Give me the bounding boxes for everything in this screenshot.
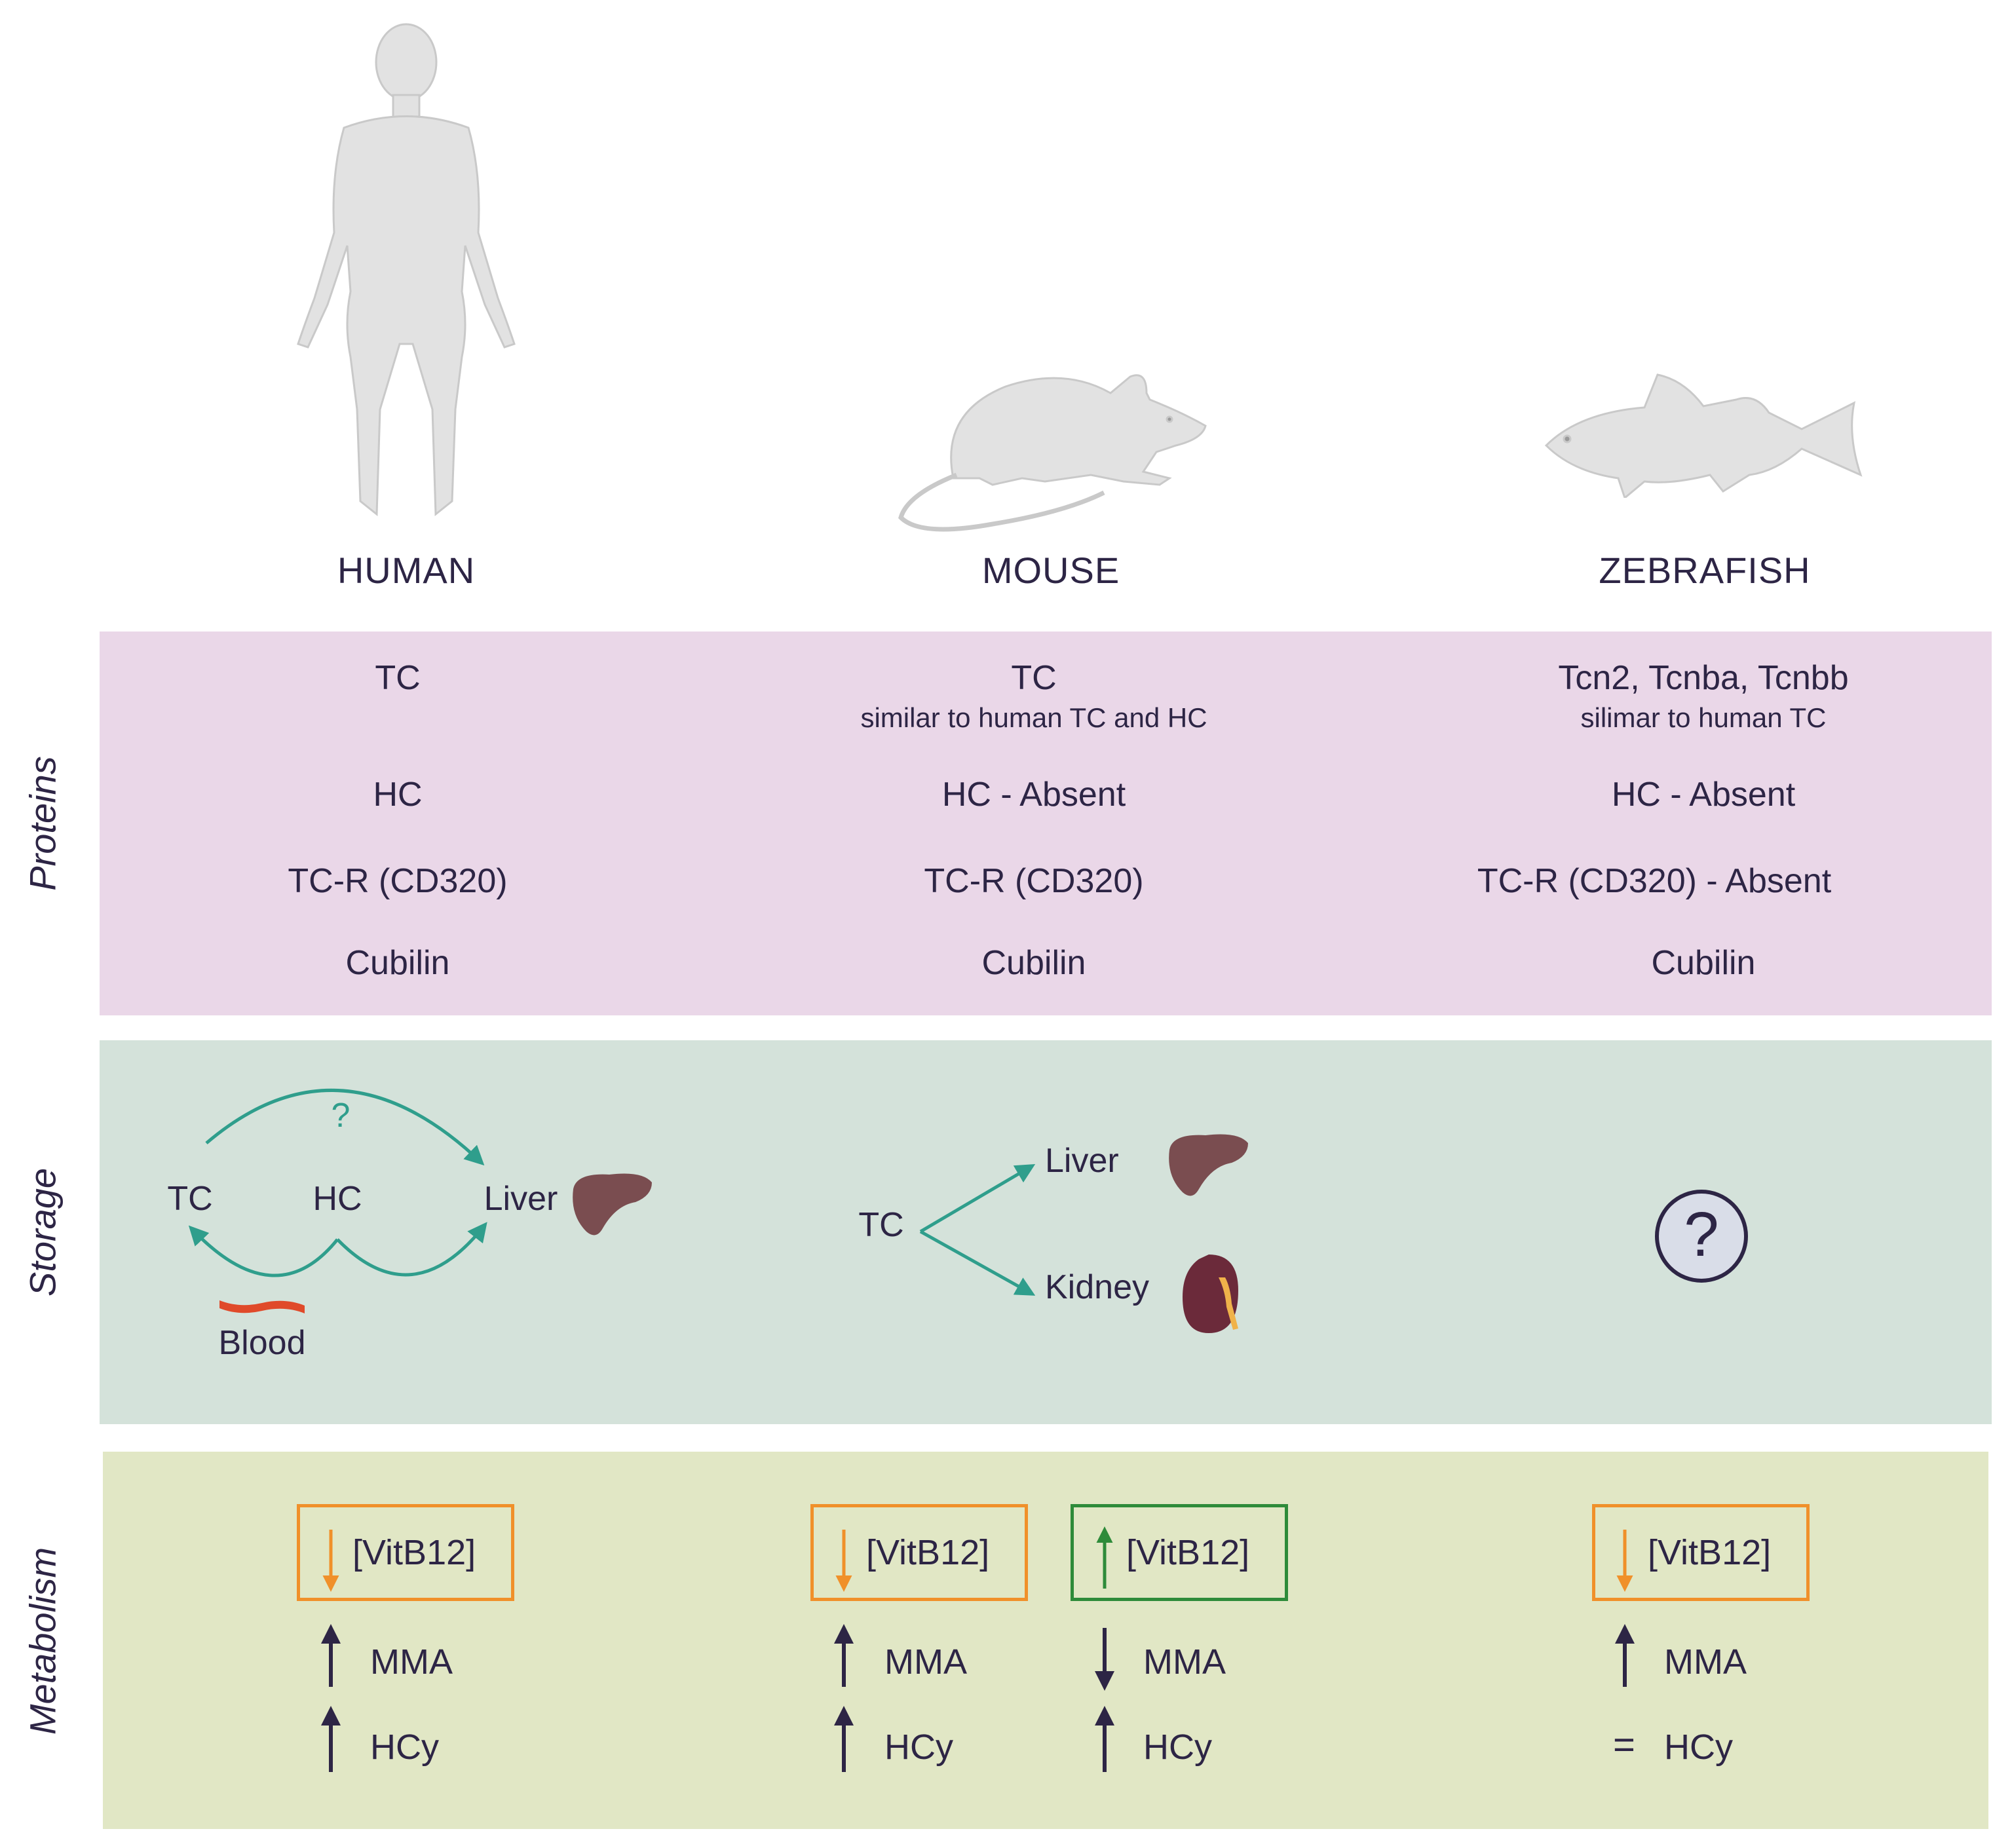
human-silhouette-icon	[297, 23, 516, 517]
zebrafish-tc-note: silimar to human TC	[1580, 702, 1827, 733]
mouse-hc: HC - Absent	[941, 776, 1126, 814]
mouse-vitb12-decrease: [VitB12]	[866, 1533, 990, 1572]
zebrafish-storage-unknown: ?	[1684, 1199, 1719, 1270]
human-vitb12-box: [VitB12]	[297, 1504, 514, 1601]
mouse-vitb12-increase: [VitB12]	[1126, 1533, 1250, 1572]
zebrafish-vitb12: [VitB12]	[1648, 1533, 1772, 1572]
zebrafish-tcr: TC-R (CD320) - Absent	[1477, 862, 1832, 900]
zebrafish-hcy-equal-sign: =	[1613, 1724, 1635, 1766]
human-hcy: HCy	[370, 1727, 439, 1767]
mouse-tc-note: similar to human TC and HC	[860, 702, 1207, 733]
mouse-mma-1: MMA	[884, 1642, 967, 1682]
mouse-silhouette-icon	[898, 374, 1207, 532]
mouse-tc: TC	[1011, 659, 1057, 697]
zebrafish-hcy: HCy	[1664, 1727, 1733, 1767]
zebrafish-cubilin: Cubilin	[1651, 944, 1756, 982]
human-vitb12: [VitB12]	[352, 1533, 476, 1572]
zebrafish-vitb12-box: [VitB12]	[1592, 1504, 1810, 1601]
arrow-mouse-tc-to-kidney	[919, 1230, 1036, 1296]
arrow-hc-to-liver	[336, 1222, 487, 1277]
human-storage-liver: Liver	[484, 1180, 558, 1218]
mouse-storage-kidney: Kidney	[1045, 1268, 1149, 1306]
human-storage-question: ?	[331, 1097, 351, 1135]
arrow-mouse-tc-to-liver	[919, 1163, 1036, 1234]
mouse-storage-liver: Liver	[1045, 1142, 1119, 1180]
human-cubilin: Cubilin	[345, 944, 450, 982]
mouse-vitb12-decrease-box: [VitB12]	[810, 1504, 1028, 1601]
kidney-icon	[1183, 1254, 1238, 1333]
zebrafish-mma: MMA	[1664, 1642, 1747, 1682]
mouse-liver-icon	[1169, 1134, 1248, 1196]
liver-icon	[573, 1173, 652, 1235]
human-tcr: TC-R (CD320)	[288, 862, 508, 900]
zebrafish-silhouette-icon	[1544, 373, 1863, 498]
human-storage-hc: HC	[313, 1180, 362, 1218]
human-storage-tc: TC	[167, 1180, 213, 1218]
zebrafish-hc: HC - Absent	[1611, 776, 1796, 814]
mouse-hcy-1: HCy	[884, 1727, 953, 1767]
zebrafish-tc: Tcn2, Tcnba, Tcnbb	[1558, 659, 1849, 697]
human-tc: TC	[375, 659, 421, 697]
mouse-vitb12-increase-box: [VitB12]	[1071, 1504, 1288, 1601]
human-hc: HC	[373, 776, 423, 814]
mouse-hcy-2: HCy	[1143, 1727, 1212, 1767]
mouse-cubilin: Cubilin	[981, 944, 1086, 982]
human-mma: MMA	[370, 1642, 453, 1682]
mouse-mma-2: MMA	[1143, 1642, 1226, 1682]
blood-vessel-icon	[219, 1300, 305, 1313]
species-label-human: HUMAN	[337, 550, 476, 591]
proteins-band	[100, 632, 1992, 1015]
mouse-tcr: TC-R (CD320)	[924, 862, 1144, 900]
metabolism-band	[103, 1452, 1988, 1829]
species-label-zebrafish: ZEBRAFISH	[1599, 550, 1811, 591]
human-storage-blood: Blood	[218, 1324, 306, 1362]
species-label-mouse: MOUSE	[981, 550, 1120, 591]
mouse-storage-tc: TC	[858, 1206, 904, 1244]
zebrafish-storage-unknown-icon	[1655, 1190, 1748, 1283]
arrow-hc-to-tc	[188, 1225, 339, 1277]
arrow-tc-to-liver	[205, 1089, 485, 1166]
